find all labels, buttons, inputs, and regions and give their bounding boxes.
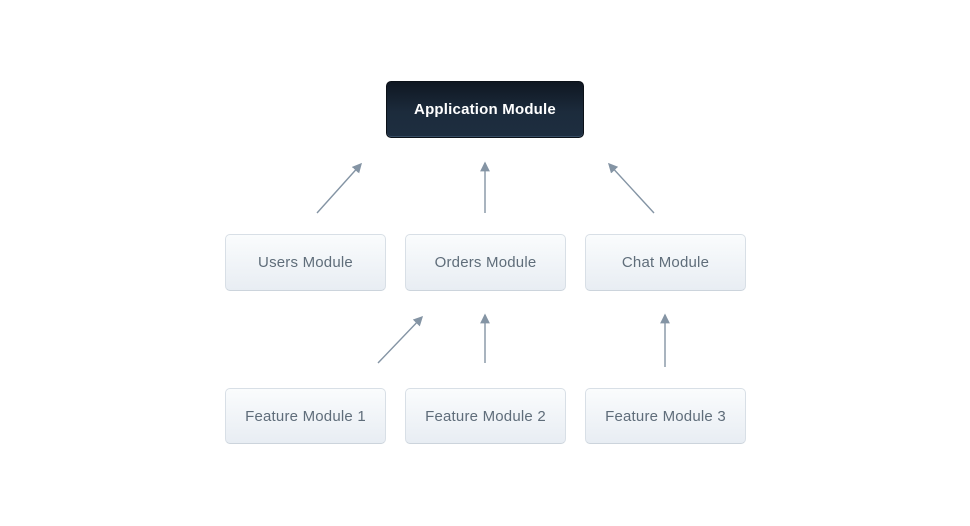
- node-label: Orders Module: [434, 254, 537, 271]
- node-feature-module-3: Feature Module 3: [585, 388, 746, 444]
- node-users-module: Users Module: [225, 234, 386, 291]
- node-label: Application Module: [414, 101, 556, 118]
- node-label: Chat Module: [621, 254, 710, 271]
- node-chat-module: Chat Module: [585, 234, 746, 291]
- node-label: Feature Module 1: [245, 407, 366, 425]
- edge-chat-to-app: [608, 162, 655, 214]
- node-feature-module-1: Feature Module 1: [225, 388, 386, 444]
- edge-users-to-app: [316, 162, 362, 214]
- node-label: Users Module: [258, 254, 353, 271]
- node-label: Feature Module 2: [425, 407, 546, 425]
- node-label: Feature Module 3: [605, 407, 726, 425]
- node-feature-module-2: Feature Module 2: [405, 388, 566, 444]
- edge-feature1-to-orders: [377, 315, 424, 364]
- node-application-module: Application Module: [386, 81, 584, 138]
- node-orders-module: Orders Module: [405, 234, 566, 291]
